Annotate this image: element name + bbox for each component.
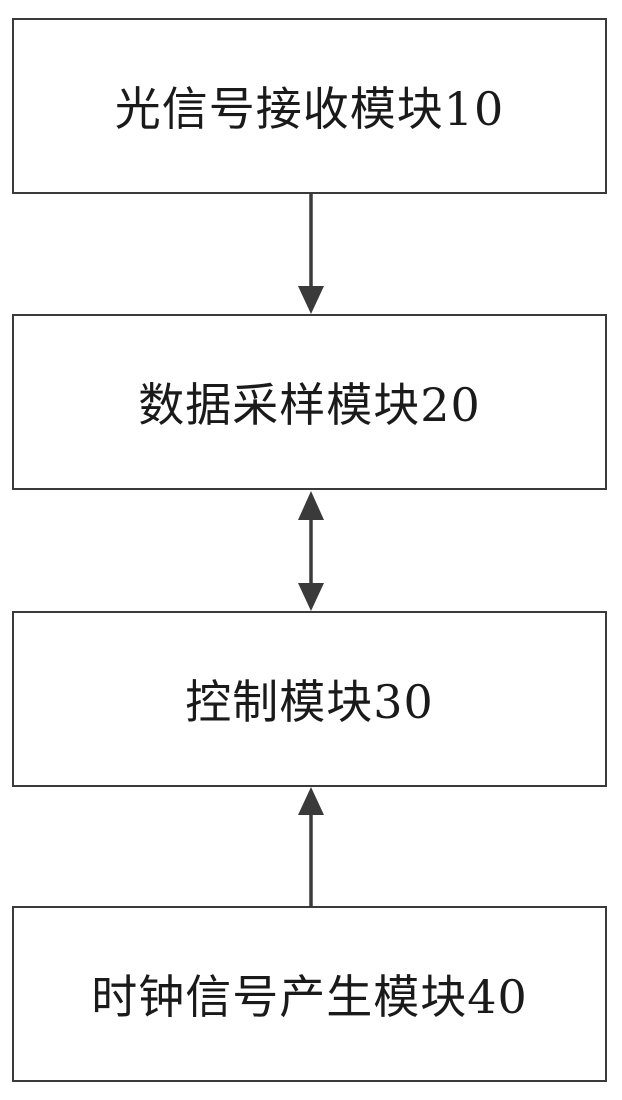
arrow-receive-to-sample xyxy=(298,194,324,314)
clock-signal-generation-module: 时钟信号产生模块40 xyxy=(12,906,607,1082)
optical-signal-receiving-module: 光信号接收模块10 xyxy=(12,18,607,194)
block-label: 时钟信号产生模块40 xyxy=(91,970,528,1024)
arrow-sample-control-bidirectional xyxy=(298,491,324,611)
block-label: 控制模块30 xyxy=(185,675,434,729)
arrow-clock-to-control xyxy=(298,787,324,906)
block-label: 光信号接收模块10 xyxy=(114,82,505,136)
block-label: 数据采样模块20 xyxy=(138,378,481,432)
control-module: 控制模块30 xyxy=(12,611,607,787)
data-sampling-module: 数据采样模块20 xyxy=(12,314,607,490)
